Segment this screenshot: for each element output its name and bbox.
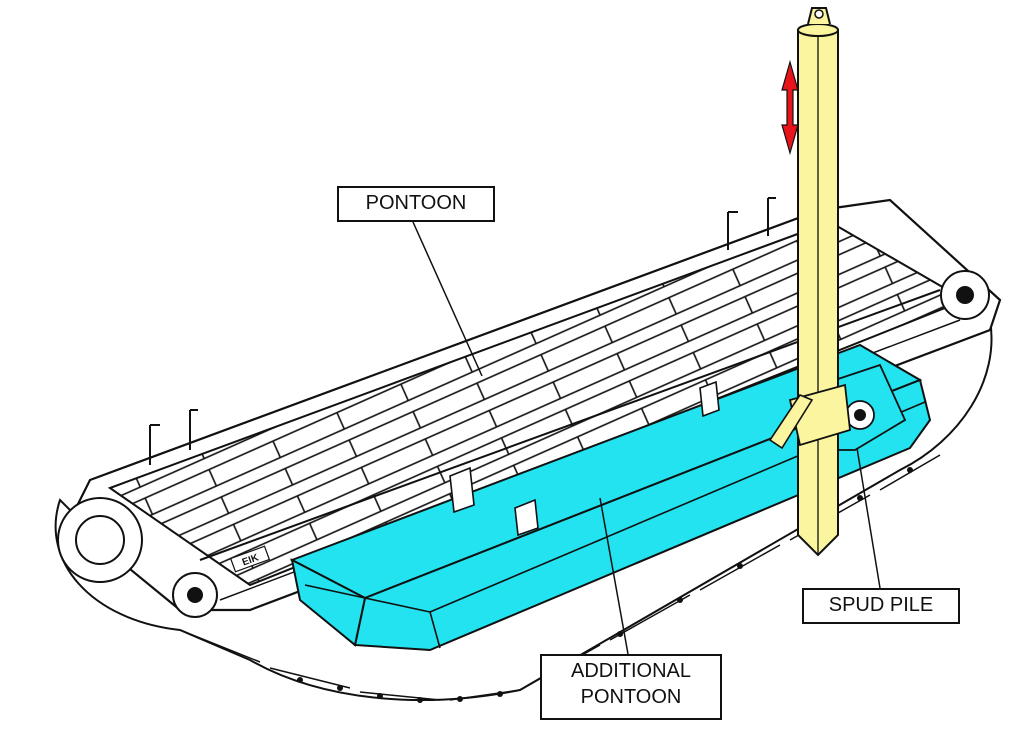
additional-pontoon bbox=[289, 343, 932, 652]
additional-pontoon-bow bbox=[290, 558, 367, 647]
label-pontoon-text: PONTOON bbox=[365, 192, 467, 214]
plate bbox=[229, 545, 271, 573]
spud-pile bbox=[768, 7, 851, 557]
label-additional-line1: ADDITIONAL bbox=[570, 660, 692, 682]
leader-lines bbox=[412, 221, 881, 655]
leader-pontoon bbox=[412, 221, 483, 377]
spud-clamp-arm bbox=[768, 394, 814, 450]
leader-spud-pile bbox=[856, 447, 881, 589]
label-additional-line2: PONTOON bbox=[580, 686, 682, 708]
label-pontoon: PONTOON bbox=[337, 186, 495, 222]
label-spud-pile-text: SPUD PILE bbox=[828, 594, 934, 616]
mount-brackets bbox=[449, 380, 720, 537]
spud-pile-top bbox=[797, 23, 839, 37]
leader-additional-pontoon bbox=[599, 497, 629, 655]
front-sprocket bbox=[57, 497, 218, 618]
label-additional-pontoon: ADDITIONAL PONTOON bbox=[540, 654, 722, 720]
rear-sprocket bbox=[940, 270, 990, 320]
double-headed-arrow-icon bbox=[781, 59, 799, 156]
label-spud-pile: SPUD PILE bbox=[802, 588, 960, 624]
lift-hooks bbox=[149, 197, 776, 465]
